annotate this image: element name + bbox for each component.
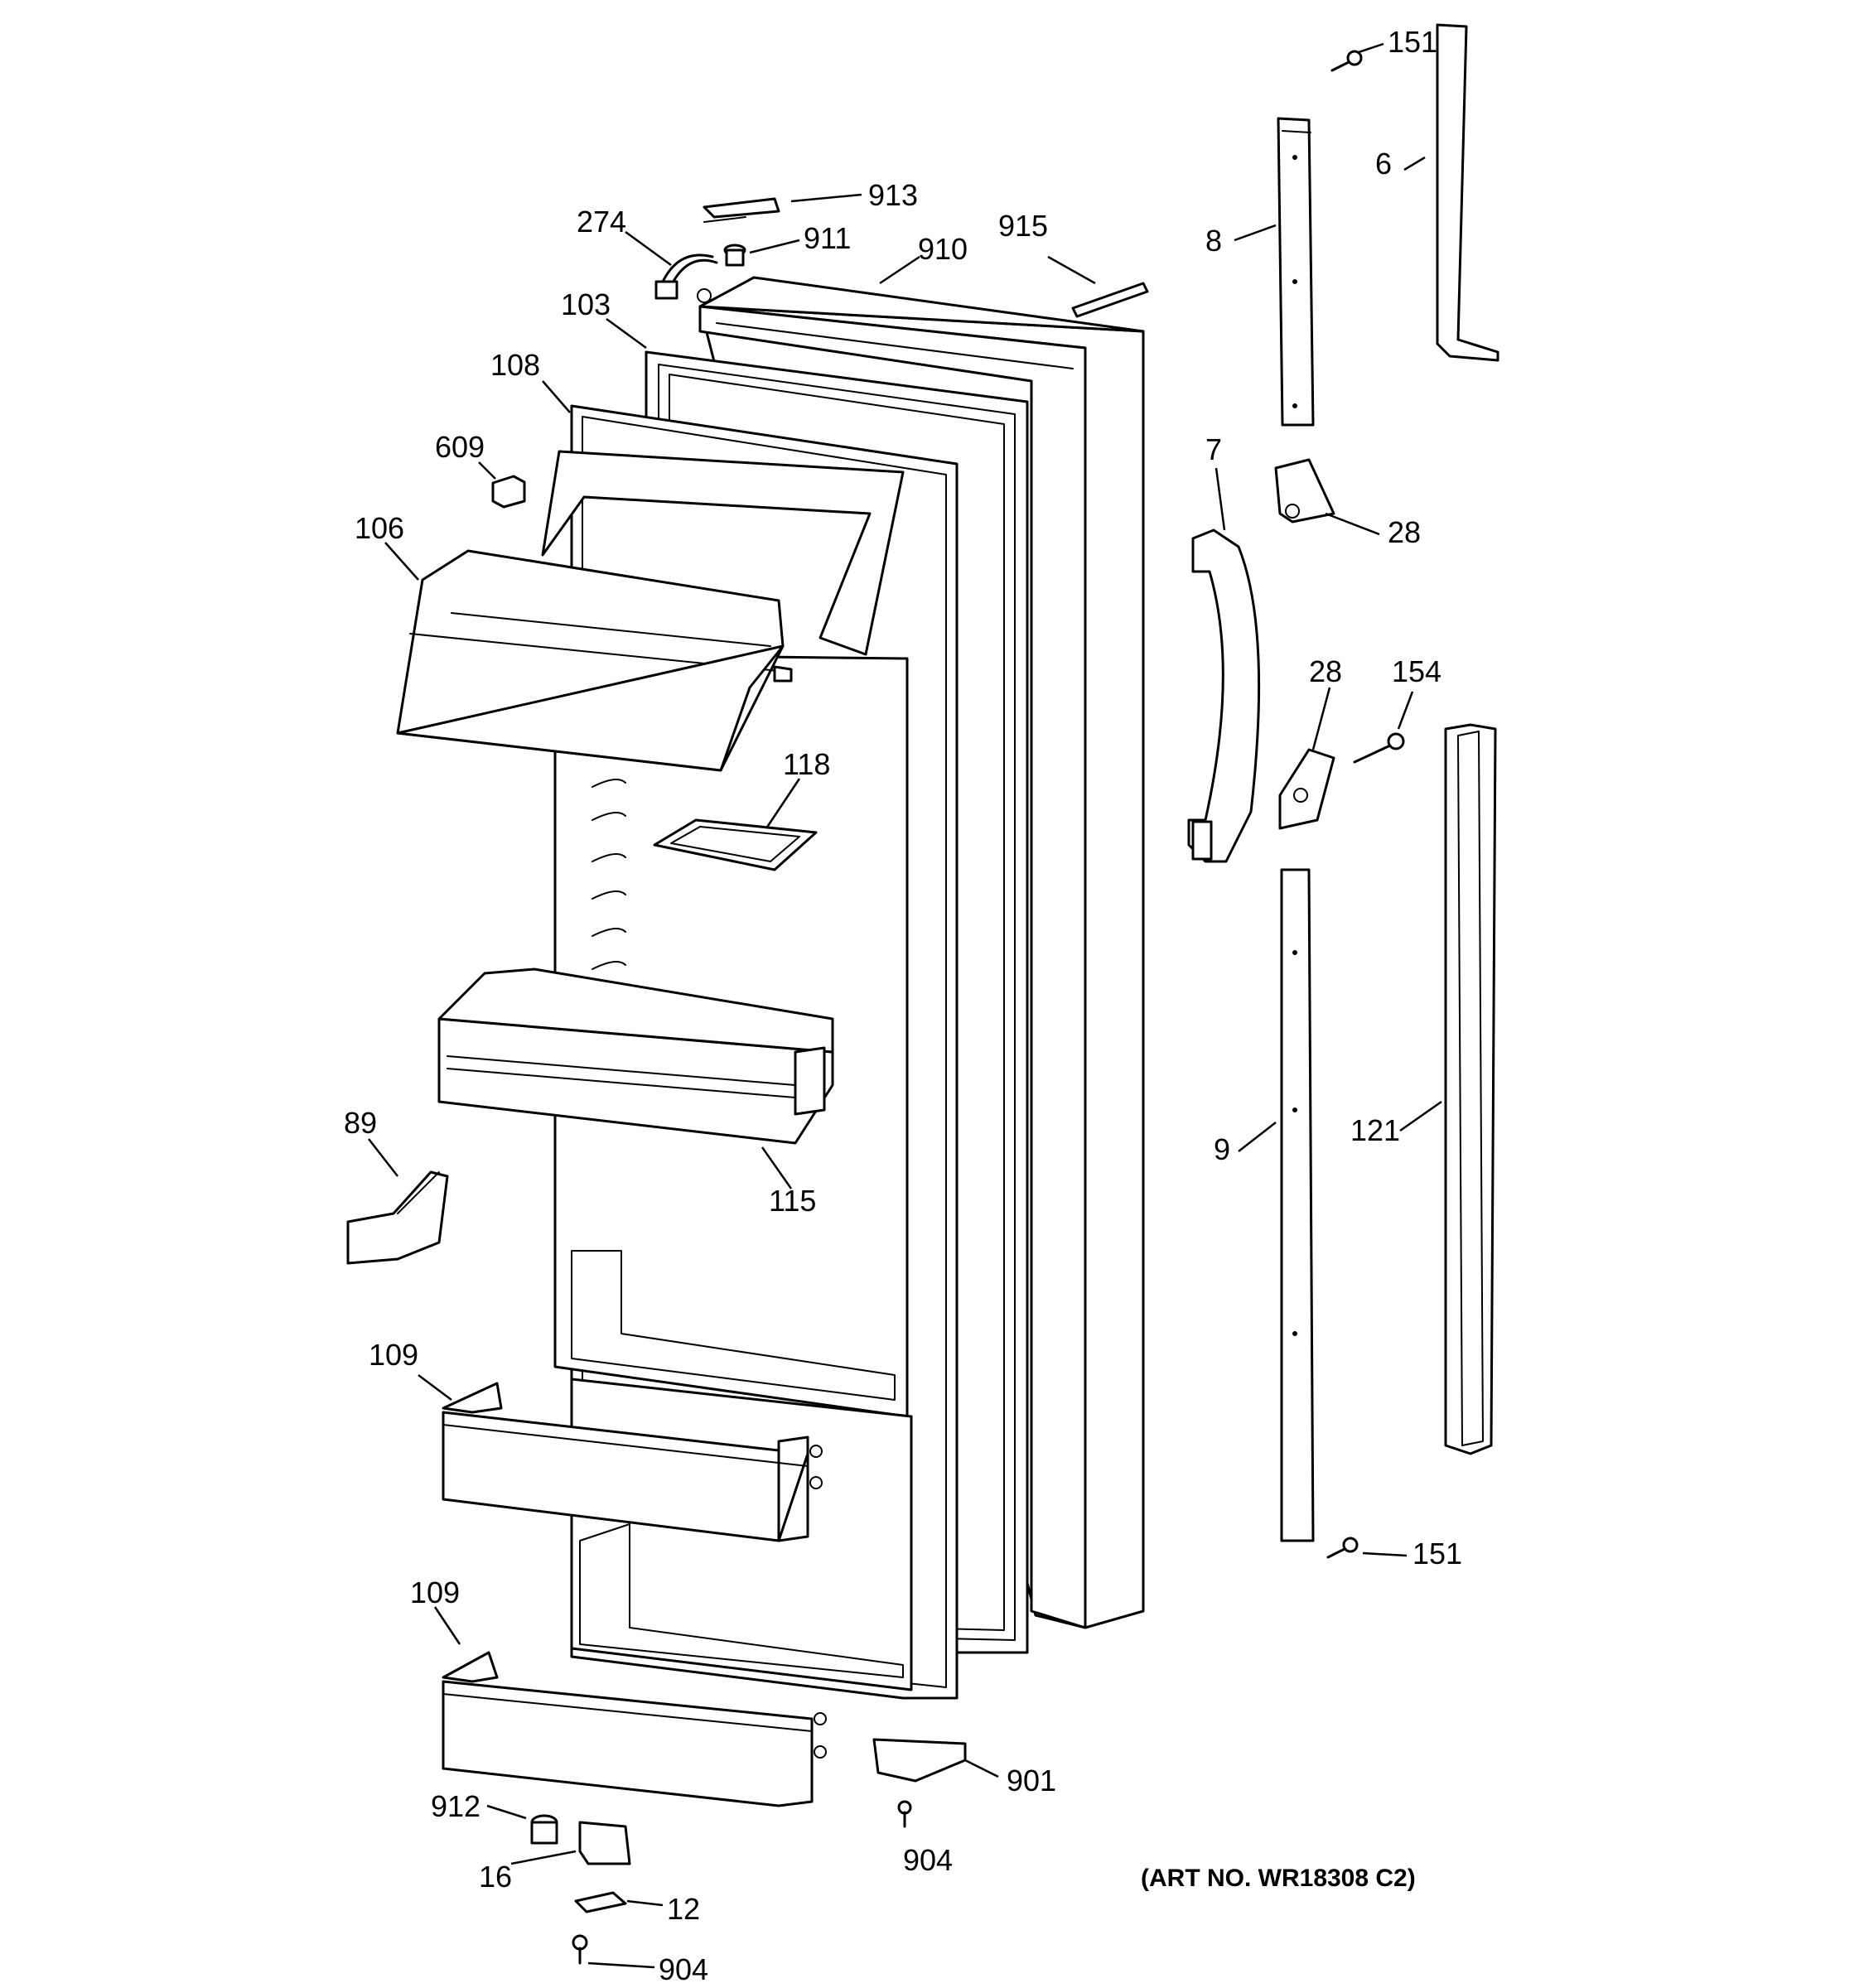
callout-910: 910 bbox=[918, 232, 968, 266]
plate-913 bbox=[703, 197, 780, 223]
hinge-16 bbox=[578, 1821, 631, 1865]
callout-911: 911 bbox=[804, 221, 851, 255]
callout-109-lower: 109 bbox=[410, 1575, 460, 1609]
callout-28-upper: 28 bbox=[1388, 515, 1421, 549]
callout-118: 118 bbox=[783, 747, 830, 781]
trim-8 bbox=[1277, 117, 1315, 427]
hinge-28-lower bbox=[1278, 748, 1335, 830]
door-bin-109-lower bbox=[442, 1651, 827, 1807]
shelf-bin-115 bbox=[437, 967, 834, 1145]
hinge-28-upper bbox=[1274, 458, 1335, 524]
screw-904-bottom bbox=[572, 1934, 588, 1965]
handle-7 bbox=[1187, 528, 1261, 863]
callout-6: 6 bbox=[1375, 147, 1392, 181]
leader-lines bbox=[368, 42, 1442, 1969]
callout-89: 89 bbox=[344, 1106, 377, 1140]
callout-106: 106 bbox=[355, 511, 404, 545]
cap-911 bbox=[723, 244, 746, 267]
screw-151-bottom bbox=[1326, 1537, 1359, 1559]
callout-8: 8 bbox=[1205, 224, 1222, 258]
callout-9: 9 bbox=[1214, 1132, 1230, 1166]
callout-609: 609 bbox=[435, 430, 485, 464]
callout-28-lower: 28 bbox=[1309, 654, 1342, 688]
callout-7: 7 bbox=[1205, 432, 1222, 466]
switch-609 bbox=[491, 475, 526, 509]
callout-12: 12 bbox=[667, 1892, 700, 1926]
bracket-12 bbox=[574, 1891, 627, 1913]
callout-103: 103 bbox=[561, 287, 611, 321]
callout-16: 16 bbox=[479, 1860, 512, 1894]
callout-labels: 151 6 913 274 911 915 910 8 103 108 609 … bbox=[344, 25, 1462, 1986]
screw-904-mid bbox=[897, 1800, 912, 1828]
screw-154 bbox=[1353, 732, 1405, 764]
art-number: (ART NO. WR18308 C2) bbox=[1141, 1865, 1416, 1892]
compartment-118 bbox=[653, 818, 818, 871]
callout-912: 912 bbox=[431, 1789, 480, 1823]
callout-151-bottom: 151 bbox=[1412, 1537, 1462, 1571]
screw-151-top bbox=[1330, 50, 1363, 72]
dairy-door-106 bbox=[396, 549, 793, 772]
callout-901: 901 bbox=[1007, 1764, 1056, 1797]
callout-904-bottom: 904 bbox=[659, 1952, 708, 1986]
trim-9 bbox=[1280, 868, 1315, 1542]
trim-6 bbox=[1436, 23, 1499, 362]
callout-121: 121 bbox=[1350, 1113, 1400, 1147]
callout-274: 274 bbox=[577, 205, 626, 239]
callout-913: 913 bbox=[868, 178, 918, 212]
callout-904-mid: 904 bbox=[903, 1843, 953, 1877]
callout-151-top: 151 bbox=[1388, 25, 1437, 59]
callout-154: 154 bbox=[1392, 654, 1441, 688]
cap-912 bbox=[530, 1814, 558, 1845]
callout-109-upper: 109 bbox=[369, 1338, 418, 1372]
cover-901 bbox=[872, 1738, 967, 1783]
harness-274 bbox=[654, 253, 718, 300]
door-bin-109-upper bbox=[442, 1382, 823, 1542]
callout-915: 915 bbox=[998, 209, 1048, 243]
callout-108: 108 bbox=[490, 348, 540, 382]
strip-915 bbox=[1071, 282, 1149, 318]
callout-115: 115 bbox=[769, 1184, 816, 1218]
cover-89 bbox=[346, 1170, 449, 1265]
trim-121 bbox=[1444, 723, 1497, 1455]
